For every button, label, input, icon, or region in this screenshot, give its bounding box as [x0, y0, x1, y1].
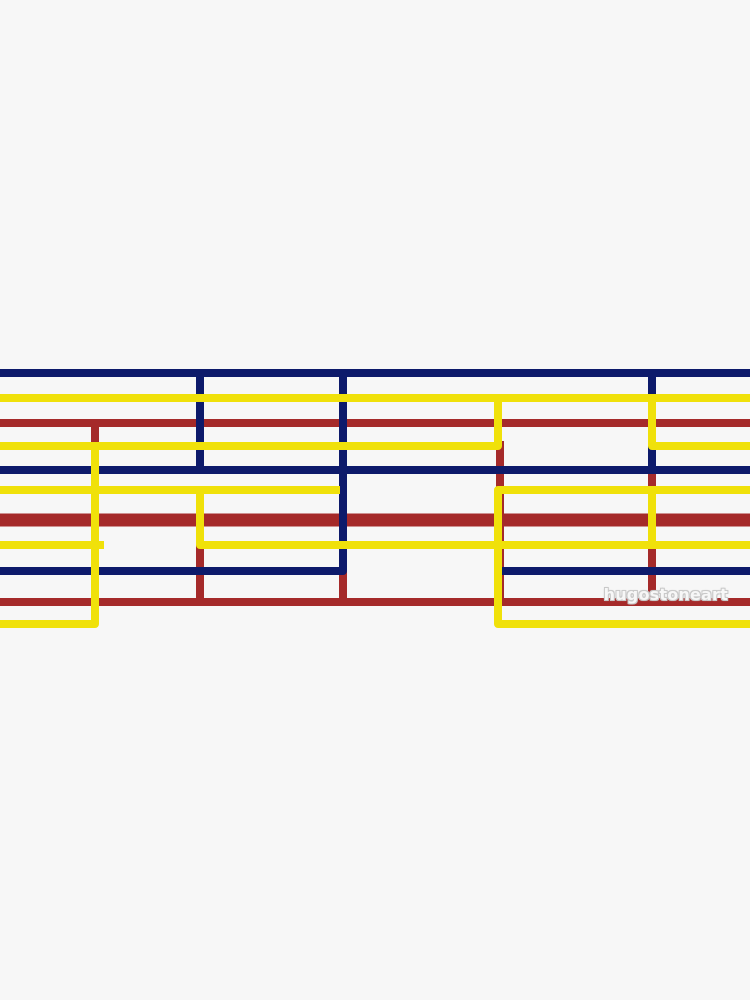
yellow-line	[196, 486, 750, 549]
yellow-line	[0, 394, 502, 450]
watermark-text: hugostoneart	[603, 585, 728, 604]
yellow-line	[648, 394, 750, 450]
yellow-lines	[0, 394, 750, 628]
yellow-line	[0, 442, 99, 628]
navy-line	[0, 369, 347, 575]
yellow-line	[494, 486, 750, 628]
